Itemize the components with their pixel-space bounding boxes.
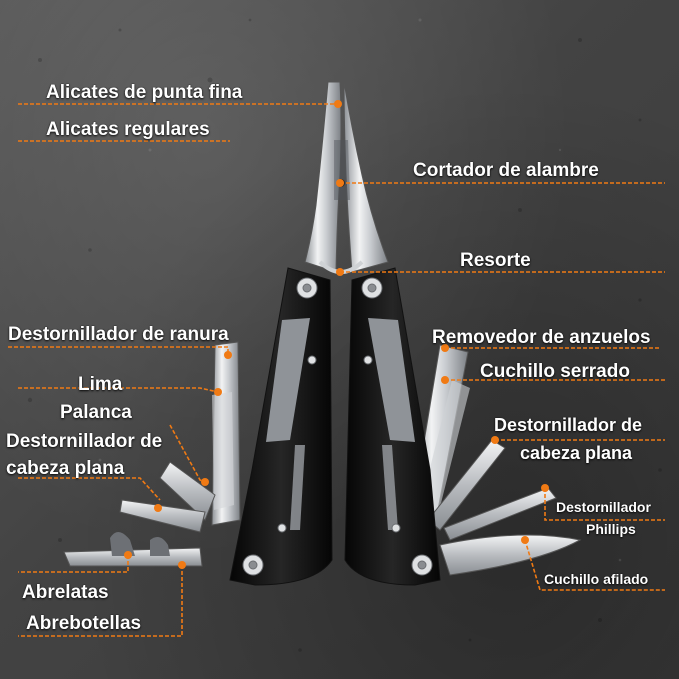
label-hook-remover: Removedor de anzuelos bbox=[432, 327, 651, 348]
label-sharp-knife: Cuchillo afilado bbox=[544, 571, 649, 587]
plier-jaws bbox=[304, 81, 389, 273]
label-lever: Palanca bbox=[60, 402, 132, 423]
label-file: Lima bbox=[78, 374, 123, 395]
rivets bbox=[242, 277, 433, 576]
handles bbox=[229, 267, 441, 586]
label-needle-nose-pliers: Alicates de punta fina bbox=[46, 82, 243, 103]
label-slot-screwdriver: Destornillador de ranura bbox=[8, 324, 229, 345]
label-flat-screwdriver-left-line2: cabeza plana bbox=[6, 458, 125, 479]
left-blades bbox=[63, 341, 241, 567]
label-serrated-knife: Cuchillo serrado bbox=[480, 361, 630, 382]
label-bottle-opener: Abrebotellas bbox=[26, 613, 142, 634]
label-spring: Resorte bbox=[460, 250, 531, 271]
label-flat-screwdriver-right-line2: cabeza plana bbox=[520, 443, 633, 463]
label-wire-cutter: Cortador de alambre bbox=[413, 160, 599, 181]
label-flat-screwdriver-right-line1: Destornillador de bbox=[494, 415, 643, 435]
label-flat-screwdriver-left-line1: Destornillador de bbox=[6, 431, 163, 452]
label-regular-pliers: Alicates regulares bbox=[46, 119, 210, 140]
label-can-opener: Abrelatas bbox=[22, 582, 109, 603]
label-phillips-screwdriver-line2: Phillips bbox=[586, 521, 636, 537]
label-phillips-screwdriver-line1: Destornillador bbox=[556, 499, 651, 515]
